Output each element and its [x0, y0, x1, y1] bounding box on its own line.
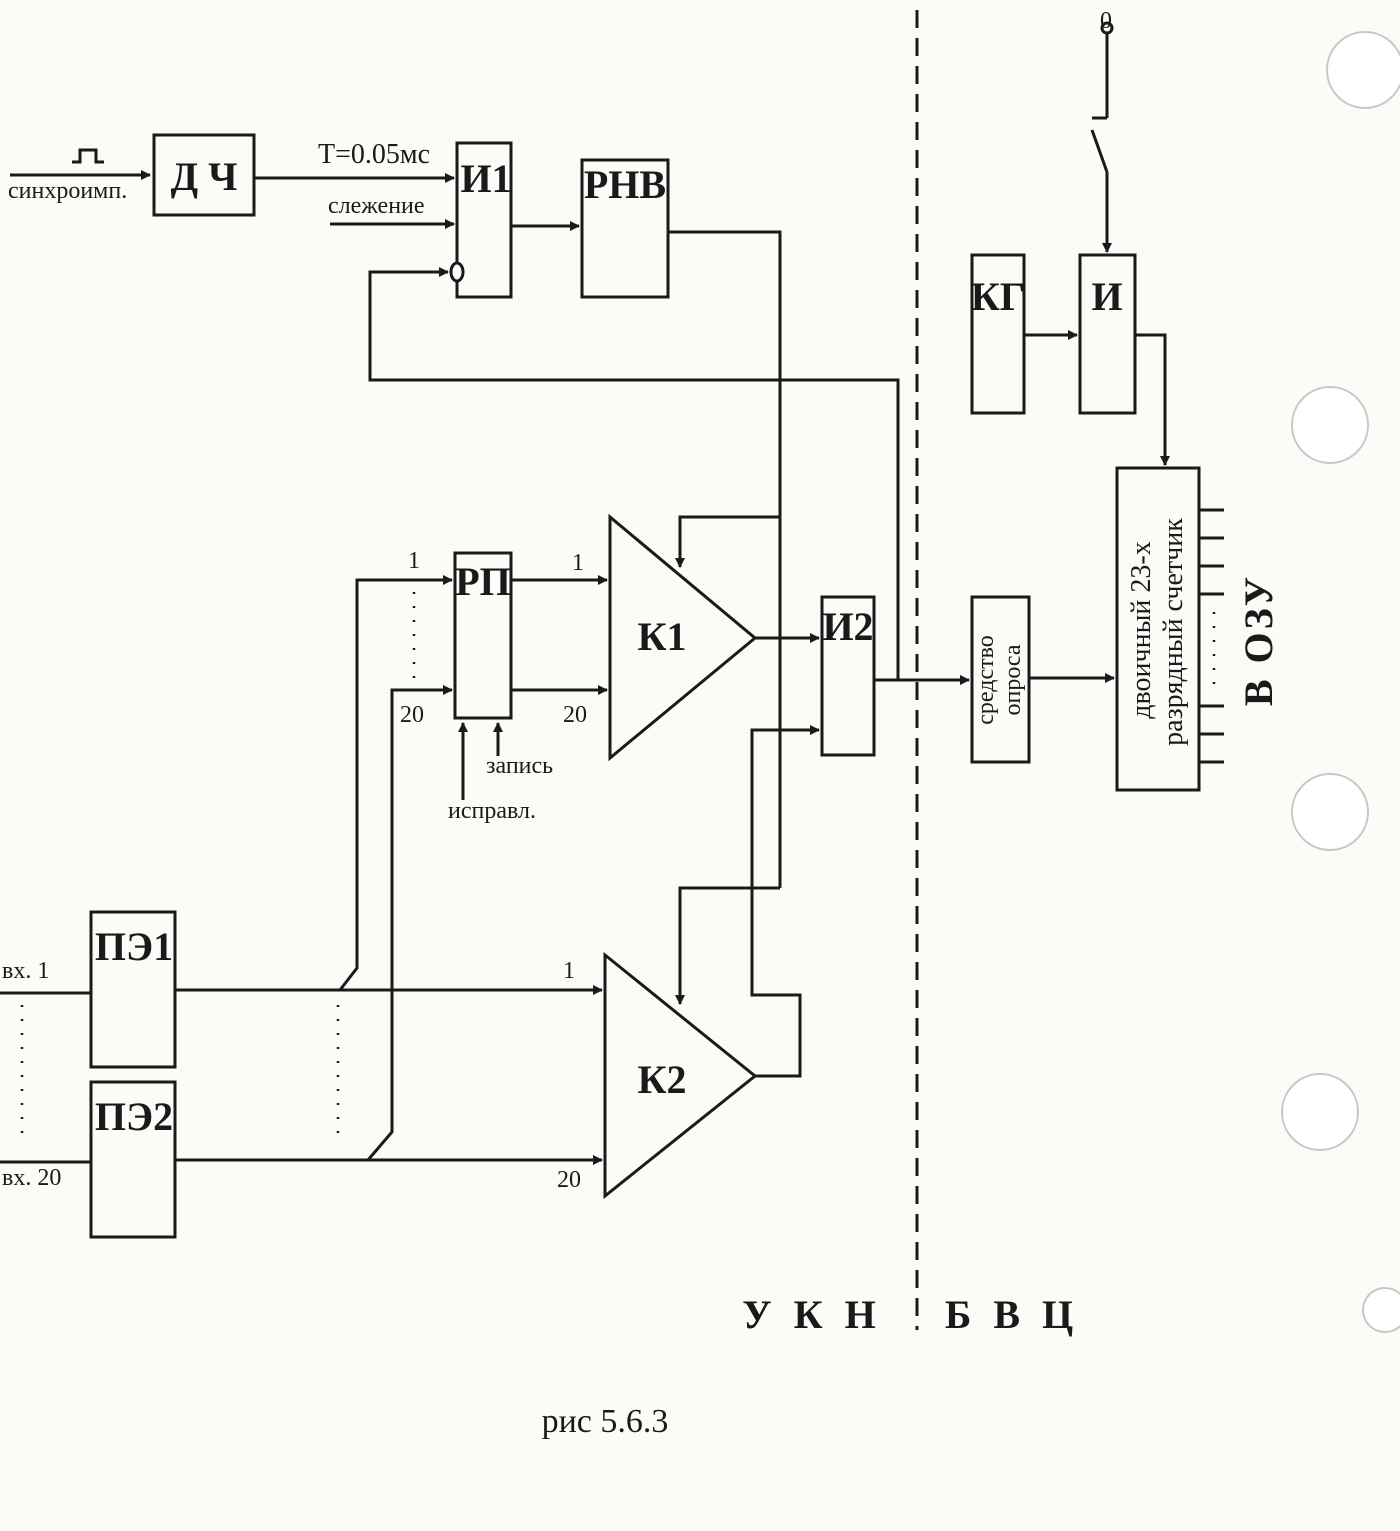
- block-kg: [970, 253, 1026, 415]
- block-sredstvo: [970, 595, 1031, 764]
- label-i2: И2: [822, 604, 873, 649]
- block-rp: [453, 551, 513, 720]
- wire-tap-rp-1: [338, 575, 453, 991]
- binder-hole: [1291, 773, 1369, 851]
- wire-rnv-k1: [675, 515, 780, 568]
- label-in20: вх. 20: [2, 1165, 61, 1191]
- label-correct: исправл.: [448, 798, 536, 824]
- label-dch: Д Ч: [171, 154, 238, 199]
- label-period: T=0.05мс: [318, 139, 430, 170]
- label-sync: синхроимп.: [8, 178, 127, 204]
- label-pe1: ПЭ1: [95, 924, 173, 969]
- wire-rnv-k2: [675, 886, 780, 1005]
- block-pe2: [89, 1080, 177, 1239]
- label-to-ram: В ОЗУ: [1236, 574, 1281, 706]
- label-k1: К1: [637, 614, 686, 659]
- label-zero: 0: [1100, 8, 1112, 34]
- block-dch: [152, 133, 256, 217]
- label-write: запись: [486, 753, 553, 779]
- block-k1: [608, 513, 758, 762]
- label-k1-in-20: 20: [563, 702, 587, 728]
- binder-hole: [1326, 31, 1400, 109]
- block-i2: [820, 595, 876, 757]
- block-rnv: [580, 158, 670, 299]
- label-pe2: ПЭ2: [95, 1094, 173, 1139]
- label-rp-in-20: 20: [400, 702, 424, 728]
- binder-hole: [1362, 1287, 1400, 1333]
- label-tracking: слежение: [328, 193, 425, 219]
- binder-hole: [1281, 1073, 1359, 1151]
- block-i1: [455, 141, 513, 299]
- label-in1: вх. 1: [2, 958, 49, 984]
- label-counter-line2: разрядный счетчик: [1158, 518, 1189, 746]
- label-k2: К2: [637, 1057, 686, 1102]
- label-kg: КГ: [971, 274, 1025, 319]
- block-i: [1078, 253, 1137, 415]
- pulse-symbol: [72, 148, 104, 164]
- label-k2-in-20: 20: [557, 1167, 581, 1193]
- wire-k2-i2: [750, 725, 820, 1078]
- label-region-bvc: Б В Ц: [945, 1292, 1079, 1337]
- block-pe1: [89, 910, 177, 1069]
- wire-rnv-bus: [668, 230, 782, 888]
- block-counter: [1115, 466, 1201, 792]
- binder-hole: [1291, 386, 1369, 464]
- label-k1-in-1: 1: [572, 550, 584, 576]
- wire-i-counter: [1135, 333, 1170, 466]
- wire-tap-rp-20: [366, 685, 453, 1161]
- switch-blade: [1090, 129, 1109, 173]
- label-sredstvo-line2: опроса: [1000, 644, 1026, 715]
- label-i: И: [1091, 274, 1122, 319]
- figure-caption: рис 5.6.3: [542, 1403, 669, 1440]
- label-rp: РП: [455, 559, 511, 604]
- label-k2-in-1: 1: [563, 958, 575, 984]
- block-k2: [603, 951, 758, 1200]
- wire-feedback: [368, 267, 900, 680]
- label-rnv: РНВ: [584, 162, 666, 207]
- label-rp-in-1: 1: [408, 548, 420, 574]
- inverting-input: [449, 261, 465, 283]
- label-sredstvo-line1: средство: [973, 635, 999, 725]
- label-counter-line1: двоичный 23-х: [1126, 541, 1157, 718]
- label-region-ukn: У К Н: [742, 1292, 881, 1337]
- label-i1: И1: [460, 156, 511, 201]
